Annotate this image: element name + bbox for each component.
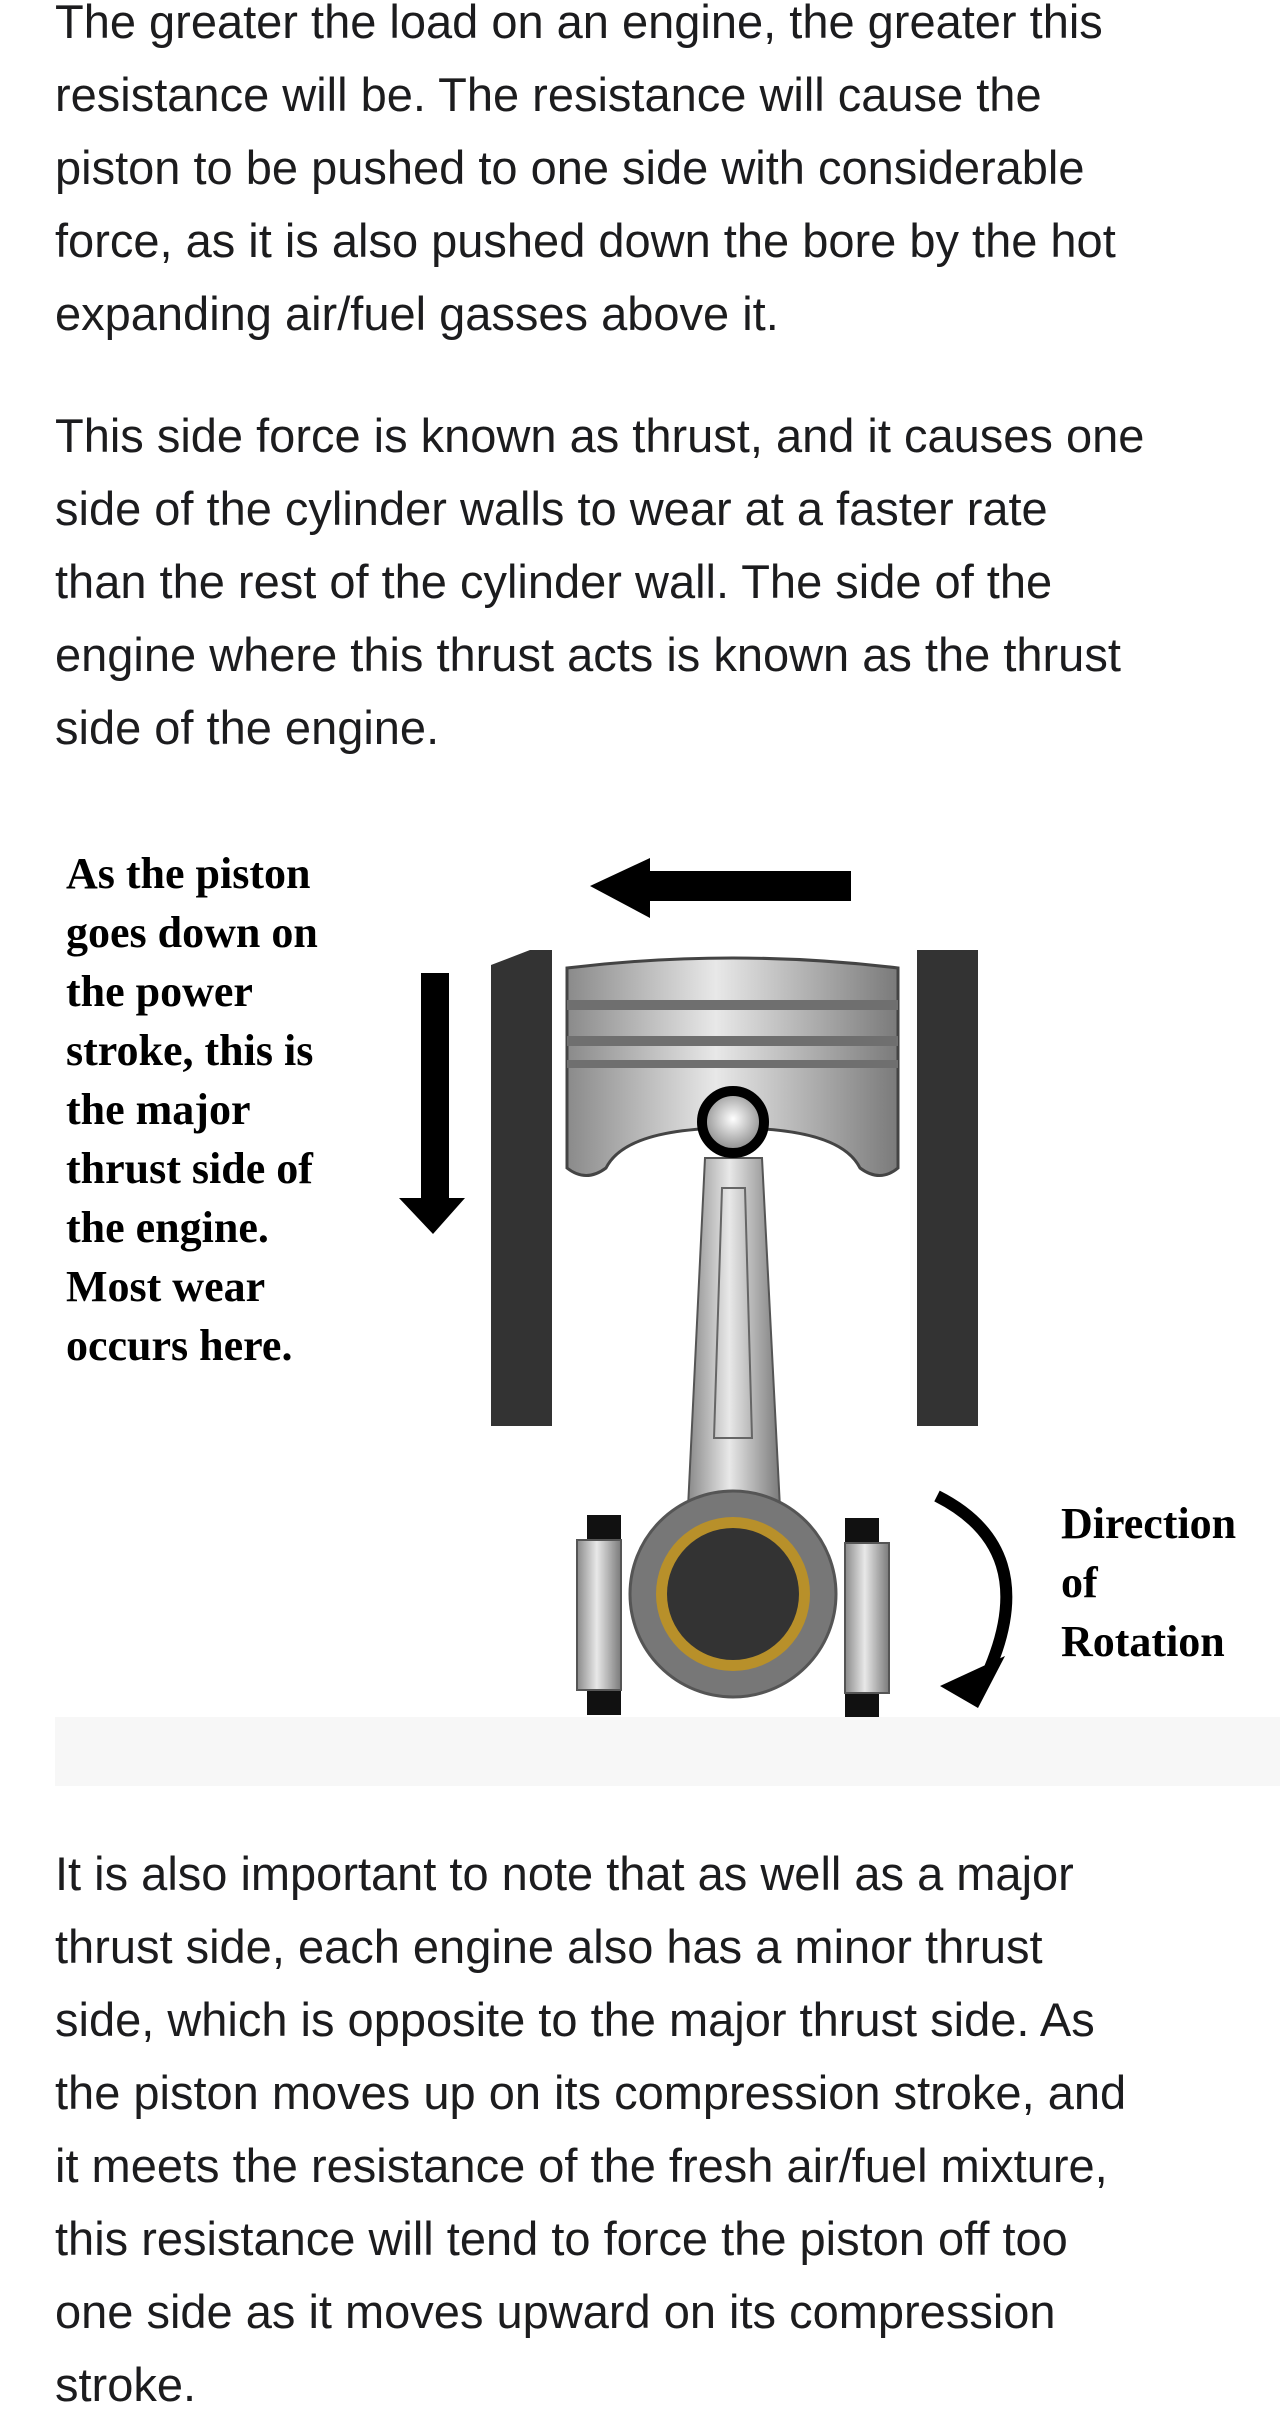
- label-line: Direction: [1061, 1499, 1236, 1548]
- text-line: side of the engine.: [55, 701, 440, 754]
- label-line: of: [1061, 1558, 1099, 1607]
- text-line: It is also important to note that as wel…: [55, 1847, 1074, 1900]
- caption-band: [55, 1717, 1280, 1786]
- text-line: than the rest of the cylinder wall. The …: [55, 555, 1053, 608]
- text-line: the piston moves up on its compression s…: [55, 2066, 1127, 2119]
- text-line: side, which is opposite to the major thr…: [55, 1993, 1095, 2046]
- label-line: goes down on: [66, 908, 318, 957]
- text-line: stroke.: [55, 2358, 197, 2411]
- label-line: As the piston: [66, 849, 311, 898]
- rotation-arrow-icon: [934, 1490, 1013, 1671]
- text-line: thrust side, each engine also has a mino…: [55, 1920, 1043, 1973]
- label-line: Most wear: [66, 1262, 265, 1311]
- connecting-rod: [686, 1157, 782, 1509]
- text-line: it meets the resistance of the fresh air…: [55, 2139, 1108, 2192]
- text-line: force, as it is also pushed down the bor…: [55, 214, 1116, 267]
- text-line: piston to be pushed to one side with con…: [55, 141, 1085, 194]
- text-line: resistance will be. The resistance will …: [55, 68, 1042, 121]
- text-line: this resistance will tend to force the p…: [55, 2212, 1068, 2265]
- crank-big-end: [576, 1489, 890, 1718]
- text-line: engine where this thrust acts is known a…: [55, 628, 1121, 681]
- text-line: The greater the load on an engine, the g…: [55, 0, 1103, 48]
- label-line: stroke, this is: [66, 1026, 313, 1075]
- text-line: This side force is known as thrust, and …: [55, 409, 1145, 462]
- down-arrow-icon: [399, 973, 465, 1234]
- piston: [565, 956, 900, 1177]
- paragraph-thrust-side: This side force is known as thrust, and …: [55, 399, 1144, 764]
- paragraph-minor-thrust: It is also important to note that as wel…: [55, 1837, 1126, 2421]
- text-line: expanding air/fuel gasses above it.: [55, 287, 779, 340]
- label-line: Rotation: [1061, 1617, 1225, 1666]
- piston-thrust-diagram: As the piston goes down on the power str…: [55, 849, 1280, 1786]
- text-line: one side as it moves upward on its compr…: [55, 2285, 1056, 2338]
- left-label: As the piston goes down on the power str…: [66, 849, 318, 1370]
- label-line: thrust side of: [66, 1144, 314, 1193]
- wrist-pin: [697, 1086, 769, 1158]
- paragraph-load-resistance: The greater the load on an engine, the g…: [55, 0, 1116, 350]
- cylinder-wall-left: [491, 950, 552, 1426]
- label-line: the major: [66, 1085, 251, 1134]
- label-line: the engine.: [66, 1203, 269, 1252]
- label-line: the power: [66, 967, 253, 1016]
- right-label: Direction of Rotation: [1061, 1499, 1236, 1666]
- cylinder-wall-right: [917, 950, 978, 1426]
- thrust-arrow-left-icon: [590, 858, 851, 918]
- label-line: occurs here.: [66, 1321, 292, 1370]
- text-line: side of the cylinder walls to wear at a …: [55, 482, 1048, 535]
